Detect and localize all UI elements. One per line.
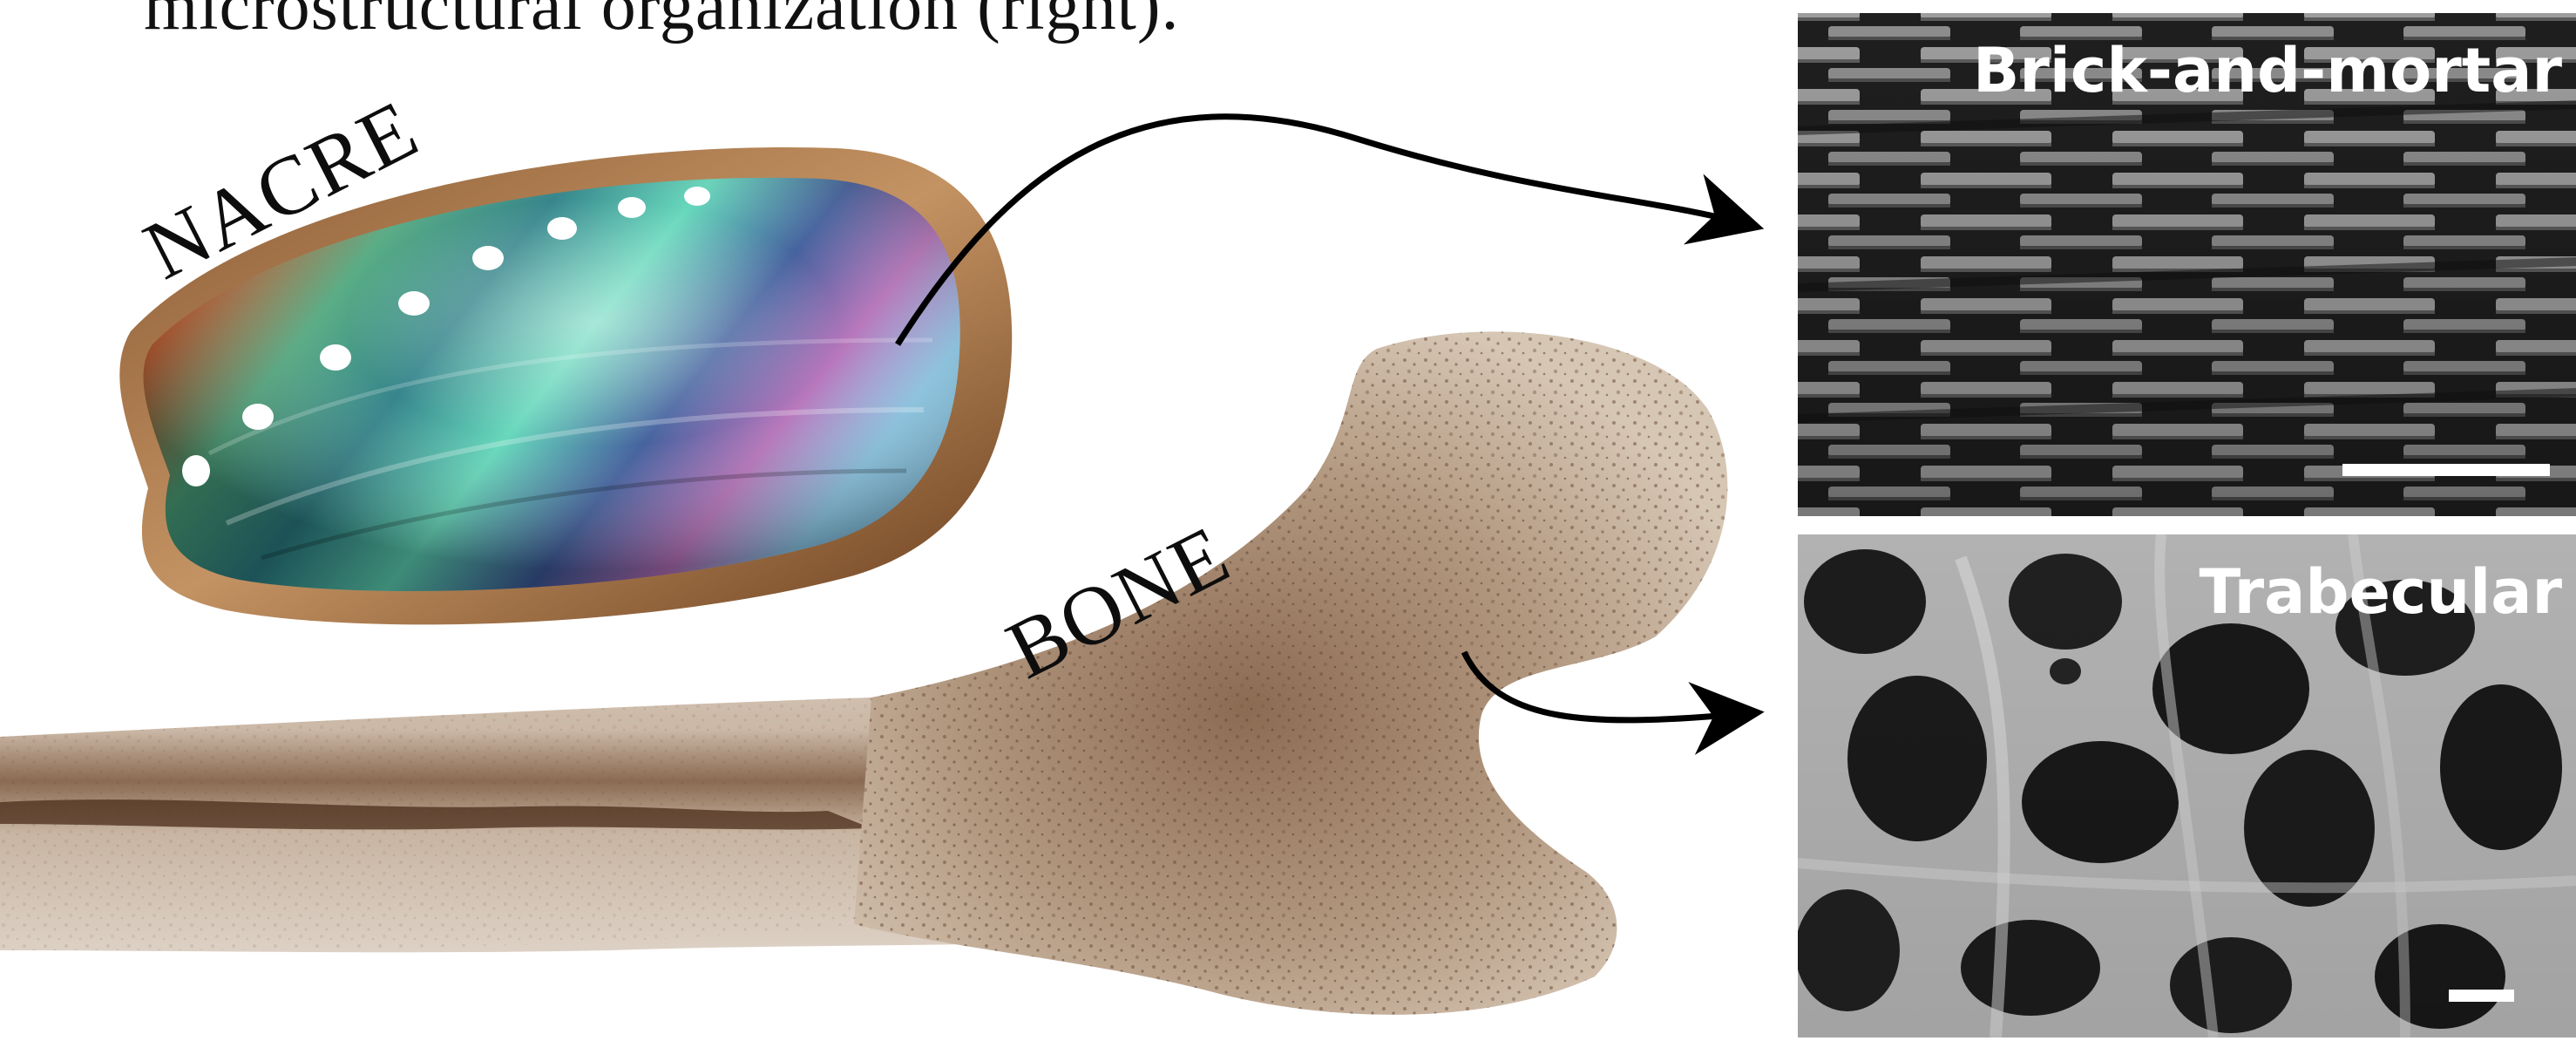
caption-text: microstructural organization (right). [144, 0, 1179, 46]
scale-bar-bottom [2449, 990, 2514, 1002]
arrow-nacre-to-brick [898, 117, 1750, 344]
trabecular-label: Trabecular [2200, 556, 2563, 628]
brick-and-mortar-label: Brick-and-mortar [1973, 35, 2562, 106]
scale-bar-top [2342, 464, 2550, 476]
